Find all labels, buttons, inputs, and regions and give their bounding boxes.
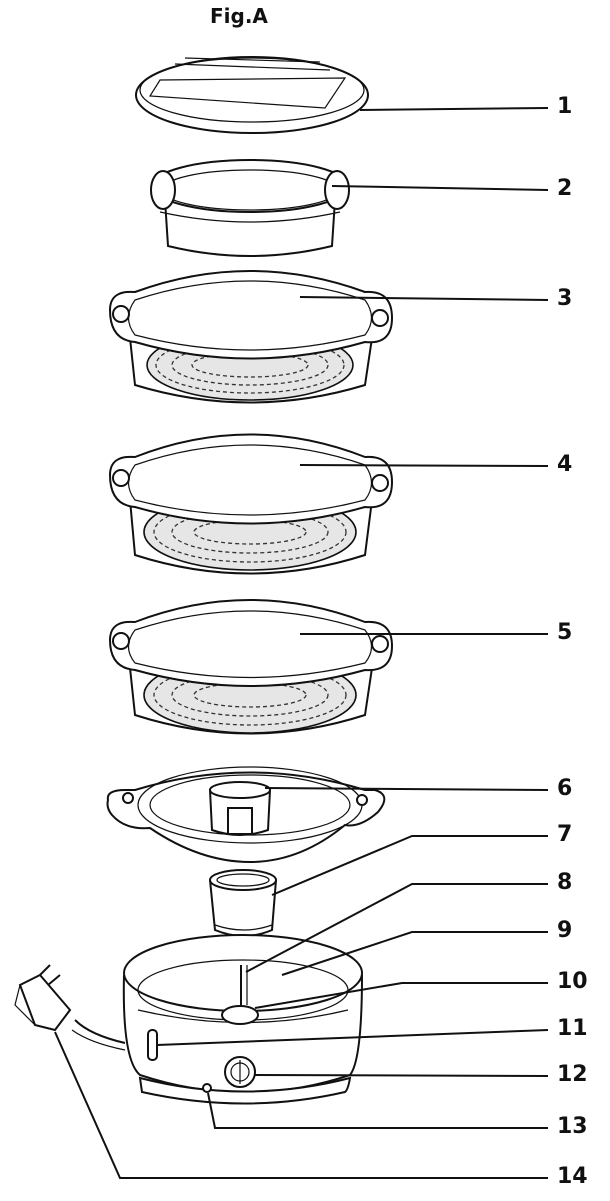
label-5: 5 — [557, 620, 573, 645]
label-3: 3 — [557, 286, 573, 311]
label-2: 2 — [557, 176, 573, 201]
leader-6 — [264, 787, 549, 791]
leader-2 — [331, 185, 549, 191]
steam-cap-part — [209, 869, 277, 937]
leader-1 — [359, 107, 549, 111]
label-11: 11 — [557, 1016, 588, 1041]
leader-9 — [281, 931, 548, 976]
leader-lines — [54, 107, 549, 1179]
label-4: 4 — [557, 452, 573, 477]
leader-10 — [254, 982, 548, 1009]
label-6: 6 — [557, 776, 573, 801]
label-13: 13 — [557, 1114, 588, 1139]
leader-8 — [245, 883, 548, 973]
leader-4 — [299, 464, 549, 467]
leader-3 — [299, 296, 549, 301]
rice-bowl-part — [150, 159, 350, 257]
label-8: 8 — [557, 870, 573, 895]
label-7: 7 — [557, 822, 573, 847]
leader-13 — [207, 1092, 548, 1129]
leader-11 — [156, 1029, 549, 1046]
steaming-bowl-4 — [108, 433, 394, 575]
leader-14 — [54, 1031, 548, 1179]
steaming-bowl-5 — [108, 599, 394, 735]
figure-title: Fig.A — [210, 4, 268, 28]
label-14: 14 — [557, 1164, 588, 1189]
leader-7 — [271, 835, 548, 896]
power-cord-part — [14, 964, 126, 1051]
lid-part — [135, 56, 369, 134]
leader-12 — [254, 1074, 549, 1077]
steaming-bowl-3 — [108, 270, 394, 404]
label-12: 12 — [557, 1062, 588, 1087]
label-10: 10 — [557, 969, 588, 994]
drip-tray-part — [106, 766, 386, 864]
label-1: 1 — [557, 94, 573, 119]
label-9: 9 — [557, 918, 573, 943]
base-unit-part — [122, 934, 363, 1105]
